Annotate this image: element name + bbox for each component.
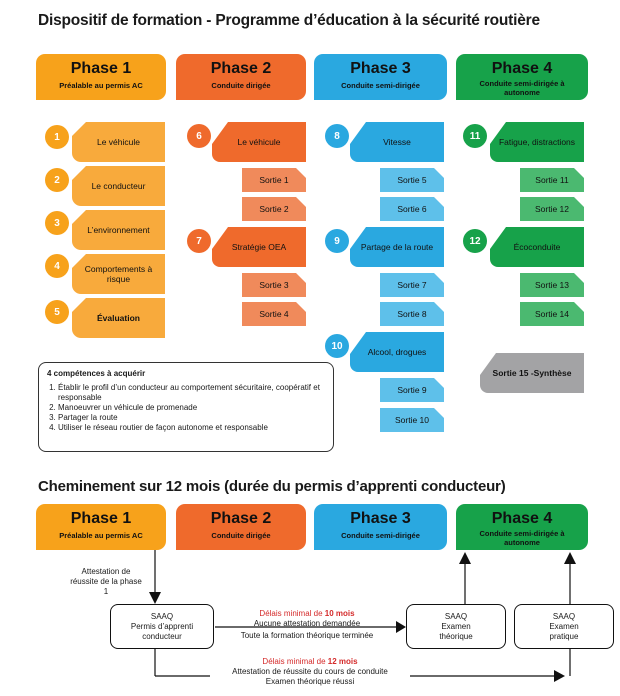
sortie-9-tab: Sortie 9 xyxy=(380,378,444,402)
module-9-number: 9 xyxy=(325,229,349,253)
module-10-tab: Alcool, drogues xyxy=(350,332,444,372)
module-2-number: 2 xyxy=(45,168,69,192)
sortie-11-tab: Sortie 11 xyxy=(520,168,584,192)
delay-12-line-2: Examen théorique réussi xyxy=(265,677,355,686)
permis-line-2: Permis d’apprenti xyxy=(130,621,194,631)
delay-10-line-1: Aucune attestation demandée xyxy=(253,619,361,628)
saaq-examen-pratique-box: SAAQ Examen pratique xyxy=(514,604,614,649)
pathway-phase3-sub: Conduite semi-dirigée xyxy=(341,531,420,540)
pathway-phase1-sub: Préalable au permis AC xyxy=(59,531,143,540)
module-9-tab: Partage de la route xyxy=(350,227,444,267)
sortie-8-tab: Sortie 8 xyxy=(380,302,444,326)
module-3-number: 3 xyxy=(45,211,69,235)
phase3-header: Phase 3 Conduite semi-dirigée xyxy=(314,54,447,100)
pathway-phase2-name: Phase 2 xyxy=(210,510,272,527)
delay-12-value: 12 mois xyxy=(327,657,358,666)
pathway-phase1-header: Phase 1 Préalable au permis AC xyxy=(36,504,166,550)
pathway-phase1-name: Phase 1 xyxy=(70,510,132,527)
sortie-10-tab: Sortie 10 xyxy=(380,408,444,432)
phase2-sub: Conduite dirigée xyxy=(211,81,271,90)
phase4-sub: Conduite semi-dirigée à autonome xyxy=(479,79,565,97)
attestation-phase1-note: Attestation de réussite de la phase 1 xyxy=(70,567,142,596)
sortie-5-tab: Sortie 5 xyxy=(380,168,444,192)
module-12-number: 12 xyxy=(463,229,487,253)
module-8-number: 8 xyxy=(325,124,349,148)
module-2-tab: Le conducteur xyxy=(72,166,165,206)
phase2-name: Phase 2 xyxy=(210,60,272,77)
competence-item: Partager la route xyxy=(58,413,325,423)
competences-title: 4 compétences à acquérir xyxy=(47,369,146,378)
theorique-line-3: théorique xyxy=(439,631,473,641)
delay-12-note: Délais minimal de 12 mois Attestation de… xyxy=(210,657,410,687)
module-7-tab: Stratégie OEA xyxy=(212,227,306,267)
pathway-phase4-name: Phase 4 xyxy=(491,510,553,527)
sortie-12-tab: Sortie 12 xyxy=(520,197,584,221)
delay-12-heading: Délais minimal de 12 mois xyxy=(262,657,358,666)
module-12-tab: Écoconduite xyxy=(490,227,584,267)
delay-10-heading: Délais minimal de 10 mois xyxy=(259,609,355,618)
module-3-tab: L’environnement xyxy=(72,210,165,250)
pathway-phase4-sub: Conduite semi-dirigée à autonome xyxy=(479,529,565,547)
competence-item: Utiliser le réseau routier de façon auto… xyxy=(58,423,325,433)
pratique-line-2: Examen xyxy=(549,621,579,631)
sortie-13-tab: Sortie 13 xyxy=(520,273,584,297)
module-4-tab: Comportements à risque xyxy=(72,254,165,294)
module-11-tab: Fatigue, distractions xyxy=(490,122,584,162)
page-title: Dispositif de formation - Programme d’éd… xyxy=(38,12,540,29)
phase3-sub: Conduite semi-dirigée xyxy=(341,81,420,90)
saaq-permis-box: SAAQ Permis d’apprenti conducteur xyxy=(110,604,214,649)
sortie-6-tab: Sortie 6 xyxy=(380,197,444,221)
pratique-line-3: pratique xyxy=(549,631,579,641)
pathway-title: Cheminement sur 12 mois (durée du permis… xyxy=(38,478,506,495)
permis-line-3: conducteur xyxy=(142,631,182,641)
module-1-tab: Le véhicule xyxy=(72,122,165,162)
sortie-3-tab: Sortie 3 xyxy=(242,273,306,297)
competence-item: Établir le profil d’un conducteur au com… xyxy=(58,383,325,403)
phase3-name: Phase 3 xyxy=(350,60,411,77)
phase1-name: Phase 1 xyxy=(70,60,132,77)
sortie-2-tab: Sortie 2 xyxy=(242,197,306,221)
sortie-15-synthese-tab: Sortie 15 -Synthèse xyxy=(480,353,584,393)
delay-10-line-2: Toute la formation théorique terminée xyxy=(240,631,374,640)
module-7-number: 7 xyxy=(187,229,211,253)
sortie-1-tab: Sortie 1 xyxy=(242,168,306,192)
phase4-header: Phase 4 Conduite semi-dirigée à autonome xyxy=(456,54,588,100)
pathway-phase3-name: Phase 3 xyxy=(350,510,411,527)
module-11-number: 11 xyxy=(463,124,487,148)
delay-10-value: 10 mois xyxy=(324,609,355,618)
pathway-phase3-header: Phase 3 Conduite semi-dirigée xyxy=(314,504,447,550)
phase1-sub: Préalable au permis AC xyxy=(59,81,143,90)
phase1-header: Phase 1 Préalable au permis AC xyxy=(36,54,166,100)
pratique-line-1: SAAQ xyxy=(552,611,576,621)
module-5-tab: Évaluation xyxy=(72,298,165,338)
delay-12-line-1: Attestation de réussite du cours de cond… xyxy=(210,667,410,677)
sortie-7-tab: Sortie 7 xyxy=(380,273,444,297)
theorique-line-2: Examen xyxy=(441,621,471,631)
pathway-phase2-header: Phase 2 Conduite dirigée xyxy=(176,504,306,550)
saaq-examen-theorique-box: SAAQ Examen théorique xyxy=(406,604,506,649)
module-10-number: 10 xyxy=(325,334,349,358)
module-6-tab: Le véhicule xyxy=(212,122,306,162)
pathway-phase2-sub: Conduite dirigée xyxy=(211,531,271,540)
competence-item: Manoeuvrer un véhicule de promenade xyxy=(58,403,325,413)
delay-10-note: Délais minimal de 10 mois Aucune attesta… xyxy=(222,609,392,641)
phase2-header: Phase 2 Conduite dirigée xyxy=(176,54,306,100)
sortie-4-tab: Sortie 4 xyxy=(242,302,306,326)
module-6-number: 6 xyxy=(187,124,211,148)
module-1-number: 1 xyxy=(45,125,69,149)
permis-line-1: SAAQ xyxy=(150,611,174,621)
pathway-phase4-header: Phase 4 Conduite semi-dirigée à autonome xyxy=(456,504,588,550)
sortie-14-tab: Sortie 14 xyxy=(520,302,584,326)
module-4-number: 4 xyxy=(45,254,69,278)
theorique-line-1: SAAQ xyxy=(444,611,468,621)
competences-list: Établir le profil d’un conducteur au com… xyxy=(47,383,325,433)
competences-box: 4 compétences à acquérir Établir le prof… xyxy=(38,362,334,452)
module-5-number: 5 xyxy=(45,300,69,324)
phase4-name: Phase 4 xyxy=(491,60,553,77)
module-8-tab: Vitesse xyxy=(350,122,444,162)
